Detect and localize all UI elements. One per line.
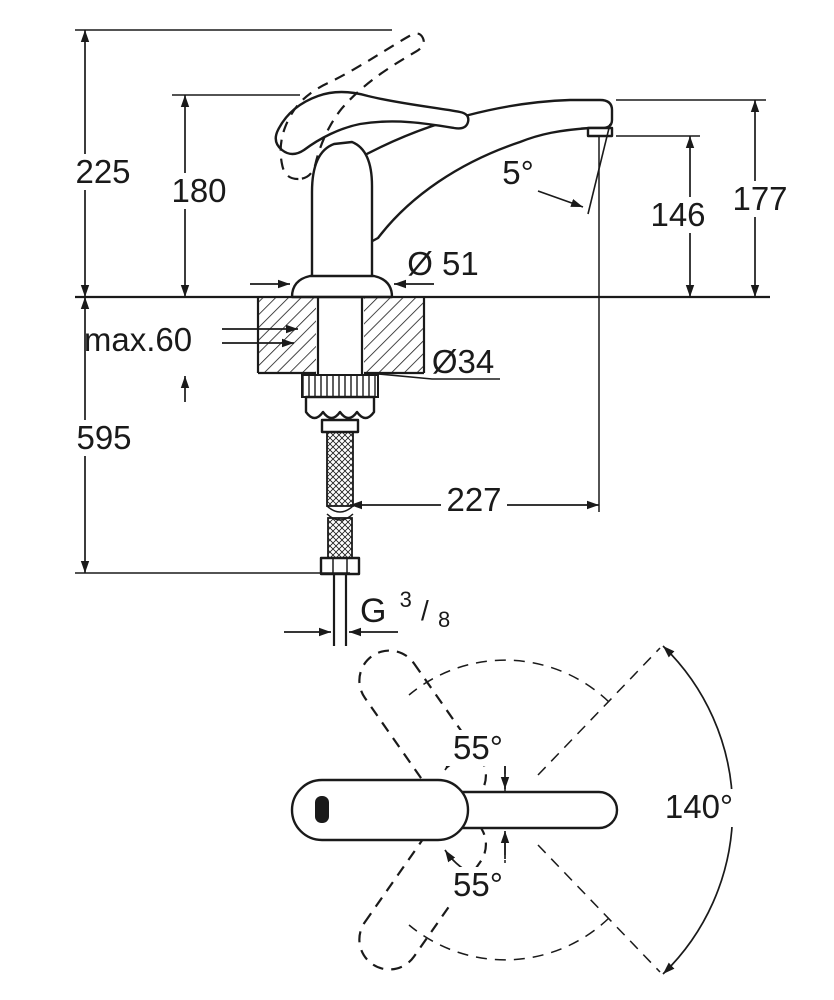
dim-spout-angle-label: 5° (502, 154, 534, 191)
dim-outlet-height-label: 146 (650, 196, 705, 233)
dim-total-height-label: 225 (75, 153, 130, 190)
dim-body-height-label: 180 (171, 172, 226, 209)
dim-total-swing-label: 140° (665, 788, 733, 825)
dim-deck-thickness-label: max.60 (84, 321, 192, 358)
spout-angle-line (587, 123, 611, 215)
thread-g: G (360, 592, 386, 630)
lever-handle-raised-dashed (279, 32, 425, 181)
handle-top-view (290, 778, 619, 842)
dim-base-diameter-label: Ø 51 (407, 245, 479, 282)
top-view: 55° 140° 55° (290, 645, 745, 975)
faucet-body (274, 32, 614, 512)
label-backgrounds (70, 154, 793, 518)
angle-label-backgrounds (445, 730, 745, 903)
dim-top-height-label: 177 (732, 180, 787, 217)
handle-position-lower-dashed (358, 813, 488, 971)
mounting-shank (316, 297, 364, 375)
counter-section (256, 297, 426, 375)
supply-hose (319, 418, 361, 646)
handle-logo-slot (315, 796, 329, 823)
side-view: 225 180 5° 146 177 Ø 51 max.60 Ø34 595 2… (70, 29, 793, 646)
swing-envelope (358, 647, 661, 973)
base-plate (290, 274, 394, 299)
dim-hole-diameter-label: Ø34 (432, 343, 494, 380)
handle-neck (443, 790, 619, 830)
handle-grip (290, 778, 470, 842)
mounting-nut (301, 374, 379, 420)
thread-slash: / (421, 595, 429, 626)
extension-lines (75, 29, 766, 574)
thread-num: 3 (400, 587, 412, 612)
dim-projection-label: 227 (446, 481, 501, 518)
spout (350, 98, 614, 254)
handle-position-upper-dashed (358, 649, 488, 807)
aerator (586, 126, 614, 138)
thread-den: 8 (438, 607, 450, 632)
dim-lower-swing-label: 55° (453, 866, 503, 903)
dim-below-deck-label: 595 (76, 419, 131, 456)
dim-upper-swing-label: 55° (453, 729, 503, 766)
dim-thread-label: G 3 / 8 (360, 577, 450, 632)
body-column (310, 140, 374, 279)
